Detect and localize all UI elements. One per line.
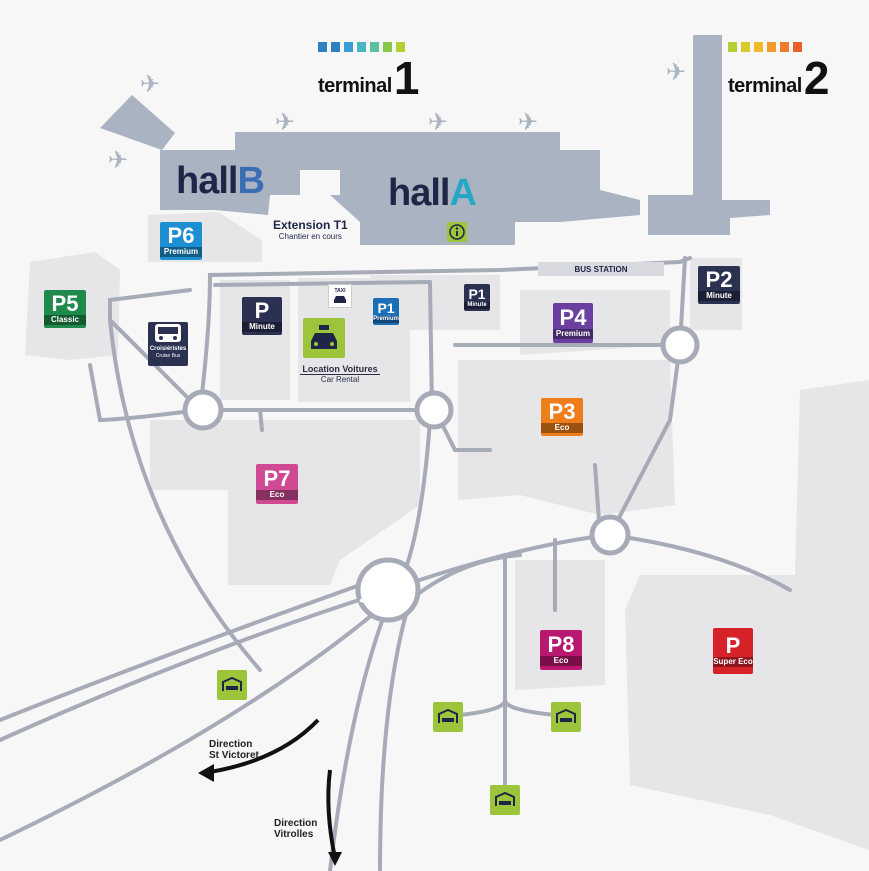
parking-p3[interactable]: P3 Eco xyxy=(541,398,583,436)
parking-super-eco-code: P xyxy=(725,632,741,658)
terminal-2-number: 2 xyxy=(803,52,830,104)
plane-icon: ✈ xyxy=(666,58,686,86)
parking-p4[interactable]: P4 Premium xyxy=(553,303,593,343)
plane-icon: ✈ xyxy=(518,108,538,136)
terminal-stripe xyxy=(344,42,353,52)
hotel-icon[interactable] xyxy=(490,785,520,815)
zone-super-eco xyxy=(625,380,869,850)
parking-super-eco[interactable]: P Super Eco xyxy=(713,628,753,674)
terminal-2-logo: terminal 2 xyxy=(728,42,830,104)
hall-b-label: hallB xyxy=(176,160,265,202)
parking-p2-code: P2 xyxy=(705,266,733,292)
terminal-1-word: terminal xyxy=(318,75,392,97)
direction-vitrolles-line2: Vitrolles xyxy=(274,829,314,840)
parking-minute-code: P xyxy=(254,297,270,323)
parking-p6-code: P6 xyxy=(167,222,195,248)
car-rental-sign[interactable] xyxy=(303,318,345,358)
parking-p2-label: Minute xyxy=(698,290,740,301)
hotel-icon[interactable] xyxy=(433,702,463,732)
cruise-bus[interactable]: Croisiéristes Cruise Bus xyxy=(148,322,188,366)
hall-a-prefix: hall xyxy=(388,172,450,214)
plane-icon: ✈ xyxy=(275,108,295,136)
parking-p7-code: P7 xyxy=(263,465,291,491)
terminal-stripe xyxy=(767,42,776,52)
car-icon xyxy=(311,325,337,349)
bus-icon xyxy=(155,324,181,342)
terminal-stripe xyxy=(383,42,392,52)
zone-p8 xyxy=(515,560,605,690)
plane-icon: ✈ xyxy=(428,108,448,136)
parking-p5-label: Classic xyxy=(44,314,86,325)
zone-p3 xyxy=(458,360,675,515)
hall-b-prefix: hall xyxy=(176,160,238,202)
parking-minute[interactable]: P Minute xyxy=(242,297,282,335)
parking-p7-label: Eco xyxy=(256,489,298,500)
direction-vitrolles-line1: Direction xyxy=(274,818,318,829)
parking-p3-label: Eco xyxy=(541,422,583,433)
taxi-icon xyxy=(334,295,346,303)
parking-p1[interactable]: P1 Premium xyxy=(373,298,399,325)
parking-p4-label: Premium xyxy=(553,328,593,339)
car-rental-label: Location Voitures Car Rental xyxy=(300,364,380,385)
terminal-stripe xyxy=(396,42,405,52)
direction-vitrolles: Direction Vitrolles xyxy=(274,818,317,840)
terminal-stripe xyxy=(780,42,789,52)
direction-st-victoret: Direction St Victoret xyxy=(209,739,259,761)
parking-p2[interactable]: P2 Minute xyxy=(698,266,740,304)
taxi-label: TAXI xyxy=(334,287,346,294)
parking-p5-code: P5 xyxy=(51,290,79,316)
car-rental-title: Location Voitures xyxy=(300,364,380,375)
terminal-1-stripes xyxy=(318,42,419,52)
parking-p6[interactable]: P6 Premium xyxy=(160,222,202,260)
terminal-2-word: terminal xyxy=(728,75,802,97)
parking-p5[interactable]: P5 Classic xyxy=(44,290,86,328)
parking-p8-code: P8 xyxy=(547,631,575,657)
terminal-stripe xyxy=(728,42,737,52)
cruise-bus-subtitle: Cruise Bus xyxy=(155,353,181,359)
terminal-stripe xyxy=(754,42,763,52)
bus-station-label: BUS STATION xyxy=(574,264,628,274)
direction-st-victoret-line2: St Victoret xyxy=(209,750,259,761)
terminal-stripe xyxy=(741,42,750,52)
terminal-stripe xyxy=(357,42,366,52)
terminal-stripe xyxy=(793,42,802,52)
bus-station[interactable]: BUS STATION xyxy=(538,262,664,276)
cruise-bus-title: Croisiéristes xyxy=(149,346,187,352)
plane-icon: ✈ xyxy=(108,146,128,174)
terminal-1-logo: terminal 1 xyxy=(318,42,420,104)
direction-st-victoret-line1: Direction xyxy=(209,739,253,750)
parking-p1-code: P1 xyxy=(377,299,395,316)
parking-p1-minute-label: Minute xyxy=(464,301,490,309)
terminal-1-number: 1 xyxy=(393,52,420,104)
parking-p6-label: Premium xyxy=(160,246,202,257)
hotel-icon[interactable] xyxy=(217,670,247,700)
extension-subtitle: Chantier en cours xyxy=(278,232,342,241)
hall-a-letter: A xyxy=(449,172,476,214)
parking-p1-minute[interactable]: P1 Minute xyxy=(464,284,490,311)
parking-p1-label: Premium xyxy=(373,315,399,323)
terminal-stripe xyxy=(318,42,327,52)
hall-b-letter: B xyxy=(237,160,264,202)
parking-p7[interactable]: P7 Eco xyxy=(256,464,298,504)
car-rental-subtitle: Car Rental xyxy=(320,375,360,384)
parking-p4-code: P4 xyxy=(559,304,587,330)
extension-label: Extension T1 Chantier en cours xyxy=(273,218,348,241)
parking-minute-label: Minute xyxy=(242,321,282,332)
parking-super-eco-label: Super Eco xyxy=(713,656,753,667)
parking-p8[interactable]: P8 Eco xyxy=(540,630,582,670)
terminal-stripe xyxy=(331,42,340,52)
hall-a-label: hallA xyxy=(388,172,477,214)
extension-title: Extension T1 xyxy=(273,218,348,232)
terminal-stripe xyxy=(370,42,379,52)
terminal-2-stripes xyxy=(728,42,829,52)
parking-p3-code: P3 xyxy=(548,398,576,424)
parking-p1-minute-code: P1 xyxy=(468,285,486,302)
parking-p8-label: Eco xyxy=(540,655,582,666)
plane-icon: ✈ xyxy=(140,70,160,98)
info-icon[interactable] xyxy=(447,222,467,242)
taxi-sign[interactable]: TAXI xyxy=(328,284,352,308)
hotel-icon[interactable] xyxy=(551,702,581,732)
